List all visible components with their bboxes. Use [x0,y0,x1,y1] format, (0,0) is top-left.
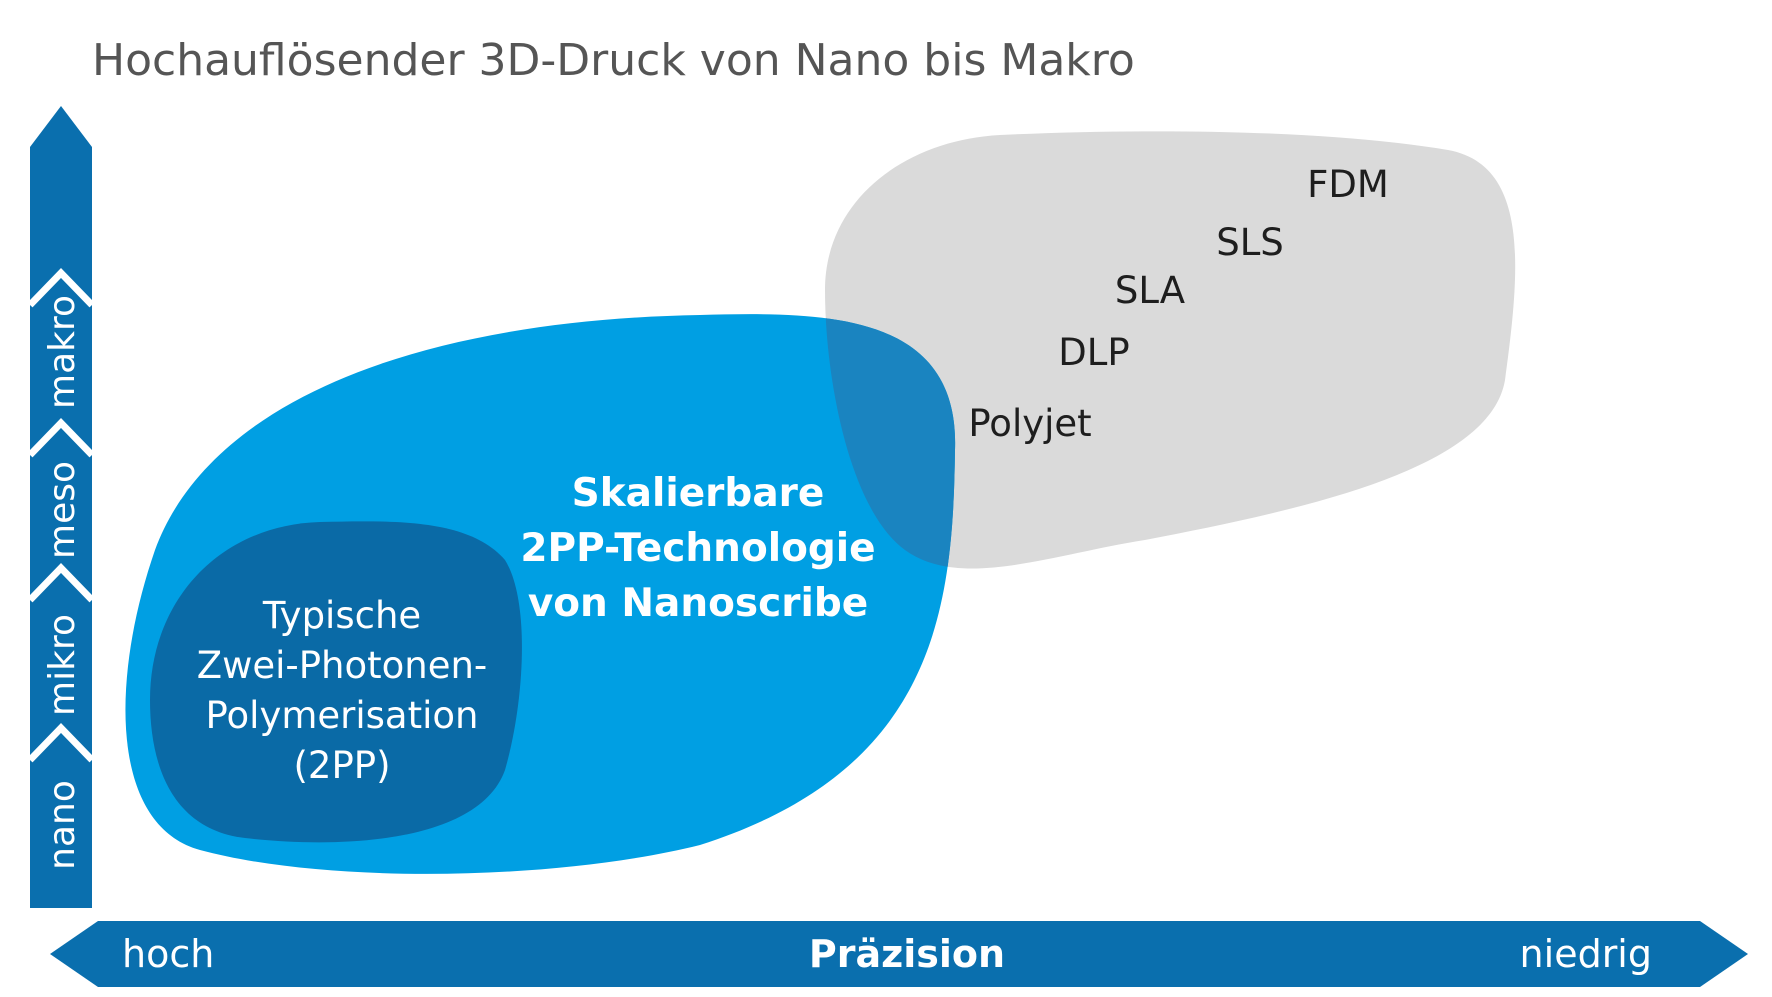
horizontal-axis-arrow [50,921,1748,987]
typical-2pp-label-line2: Zwei-Photonen- [197,644,488,687]
precision-axis-title: Präzision [809,932,1005,976]
scale-label-nano: nano [42,780,83,870]
tech-label-sls: SLS [1216,221,1284,264]
typical-2pp-label-line4: (2PP) [293,744,390,787]
precision-low-label: niedrig [1520,932,1652,976]
chevron-separator [27,417,95,458]
scale-label-mikro: mikro [42,614,83,716]
chevron-separator [27,267,95,308]
conventional-tech-region [825,131,1516,569]
typical-2pp-label-line1: Typische [262,594,421,637]
typical-2pp-label-line3: Polymerisation [206,694,479,737]
typical-2pp-region [150,521,522,843]
tech-label-polyjet: Polyjet [968,402,1091,445]
chevron-separator [27,562,95,603]
scale-label-makro: makro [42,295,83,409]
diagram-title: Hochauflösender 3D-Druck von Nano bis Ma… [92,35,1135,86]
scale-label-meso: meso [42,461,83,559]
tech-label-fdm: FDM [1307,163,1389,206]
chevron-separator [27,722,95,763]
tech-label-dlp: DLP [1058,331,1129,374]
scalable-2pp-label-line3: von Nanoscribe [528,581,868,626]
vertical-axis-chevrons [27,267,95,763]
vertical-axis-arrow [30,106,92,908]
scalable-2pp-label-line2: 2PP-Technologie [520,526,875,571]
precision-high-label: hoch [122,932,214,976]
scalable-2pp-label-line1: Skalierbare [572,471,825,516]
tech-label-sla: SLA [1115,269,1185,312]
